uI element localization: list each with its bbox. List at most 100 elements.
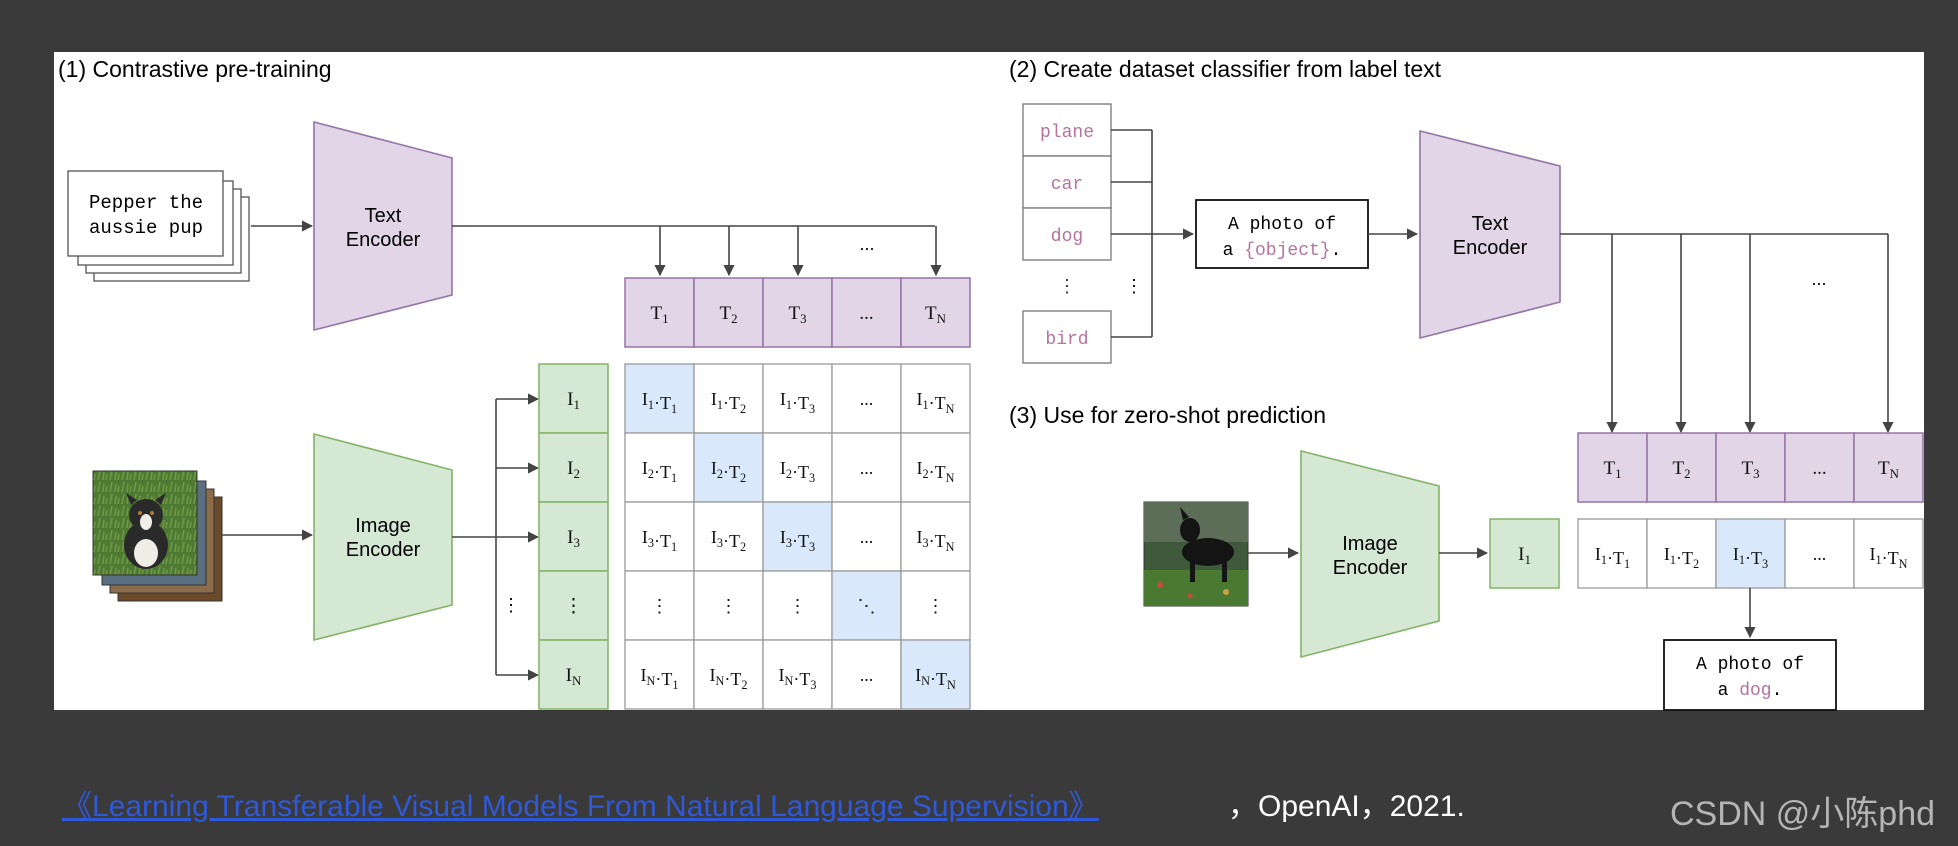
t-cell-label: T2 xyxy=(719,303,737,326)
result-line1: A photo of xyxy=(1696,655,1804,675)
t-cell xyxy=(1784,432,1855,503)
matrix-cell-label: I3·T1 xyxy=(642,527,677,554)
matrix-cell-label: ... xyxy=(860,389,874,409)
matrix-cell xyxy=(900,432,971,503)
t-cell xyxy=(1853,432,1924,503)
csdn-watermark: CSDN @小陈phd xyxy=(1670,795,1936,833)
matrix-cell xyxy=(693,432,764,503)
i-cell xyxy=(538,363,609,434)
matrix-cell-label: IN·TN xyxy=(915,665,956,692)
i-cell-label: I1 xyxy=(567,389,580,412)
text-encoder-2-line2: Encoder xyxy=(1453,237,1528,259)
panel-contrastive-pretraining: (1) Contrastive pre-training Pepper the … xyxy=(58,56,971,710)
panel3-title: (3) Use for zero-shot prediction xyxy=(1009,402,1326,428)
i-cell-label: ⋮ xyxy=(564,596,583,617)
matrix-cell xyxy=(693,570,764,641)
score-cell-label: I1·TN xyxy=(1870,544,1908,571)
matrix-cell-label: ⋮ xyxy=(789,596,807,616)
panel1-title: (1) Contrastive pre-training xyxy=(58,56,332,82)
image-encoder-1-line1: Image xyxy=(355,515,411,537)
label-cell-text: plane xyxy=(1040,123,1094,143)
image-encoder-2: Image Encoder xyxy=(1300,449,1440,659)
matrix-cell xyxy=(831,432,902,503)
paper-citation: ，OpenAI，2021. xyxy=(1228,790,1465,823)
label-list: plane car dog ⋮ bird xyxy=(1022,103,1112,364)
label-cell-text: dog xyxy=(1051,227,1083,247)
text-encoder-1-line1: Text xyxy=(365,205,402,227)
score-cell xyxy=(1715,518,1786,589)
label-cell xyxy=(1022,310,1112,364)
t-cell-label: T1 xyxy=(650,303,668,326)
svg-text:a dog.: a dog. xyxy=(1718,681,1783,701)
score-cell xyxy=(1577,518,1648,589)
i-cell xyxy=(538,639,609,710)
matrix-cell xyxy=(762,432,833,503)
caption-line1: Pepper the xyxy=(89,192,203,214)
label-cell xyxy=(1022,103,1112,157)
i-cell-label: I3 xyxy=(567,527,580,550)
t-cell xyxy=(693,277,764,348)
t-cell xyxy=(1646,432,1717,503)
matrix-cell-label: I2·TN xyxy=(917,458,955,485)
matrix-cell xyxy=(762,501,833,572)
panel-zero-shot-prediction: (3) Use for zero-shot prediction Image E… xyxy=(1009,402,1924,711)
matrix-cell-label: IN·T3 xyxy=(779,665,817,692)
text-encoder-1-line2: Encoder xyxy=(346,229,421,251)
matrix-cell-label: IN·T2 xyxy=(710,665,748,692)
paper-link[interactable]: 《Learning Transferable Visual Models Fro… xyxy=(62,790,1099,823)
matrix-cell-label: I3·T3 xyxy=(780,527,815,554)
template-prefix: a xyxy=(1223,241,1245,261)
t-cell-label: T3 xyxy=(788,303,806,326)
t-cell xyxy=(762,277,833,348)
i-cell-label: I2 xyxy=(567,458,580,481)
matrix-cell xyxy=(693,639,764,710)
matrix-cell-label: ⋮ xyxy=(651,596,669,616)
panel2-title: (2) Create dataset classifier from label… xyxy=(1009,56,1442,82)
image-stack xyxy=(92,470,223,602)
prediction-result: A photo of a dog. xyxy=(1663,639,1837,711)
matrix-cell xyxy=(831,501,902,572)
image-embedding-cell: I1 xyxy=(1489,518,1560,589)
matrix-cell-label: I2·T1 xyxy=(642,458,677,485)
t-cell-label: ... xyxy=(1812,458,1826,479)
panel-dataset-classifier: (2) Create dataset classifier from label… xyxy=(1009,56,1894,434)
t-cell xyxy=(900,277,971,348)
matrix-cell xyxy=(762,363,833,434)
label-cell xyxy=(1022,207,1112,261)
t-cell xyxy=(1715,432,1786,503)
matrix-cell-label: I3·T2 xyxy=(711,527,746,554)
matrix-cell-label: I2·T2 xyxy=(711,458,746,485)
i-cell xyxy=(538,570,609,641)
result-prefix: a xyxy=(1718,681,1740,701)
score-cell xyxy=(1784,518,1855,589)
label-cell-text: bird xyxy=(1045,330,1088,350)
matrix-cell-label: ... xyxy=(860,665,874,685)
matrix-cell-label: ... xyxy=(860,458,874,478)
text-encoder-2-line1: Text xyxy=(1472,213,1509,235)
template-suffix: . xyxy=(1331,241,1342,261)
image-encoder-2-line1: Image xyxy=(1342,533,1398,555)
matrix-cell-label: I2·T3 xyxy=(780,458,815,485)
matrix-cell xyxy=(831,639,902,710)
score-cell-label: ... xyxy=(1813,544,1827,564)
label-cell-text: car xyxy=(1051,175,1083,195)
matrix-cell-label: I3·TN xyxy=(917,527,955,554)
score-cell-label: I1·T3 xyxy=(1733,544,1768,571)
result-suffix: . xyxy=(1772,681,1783,701)
i-cell xyxy=(538,501,609,572)
template-line1: A photo of xyxy=(1228,215,1336,235)
text-encoder-1: Text Encoder xyxy=(313,120,453,332)
connector-vdots: ⋮ xyxy=(1125,276,1143,296)
matrix-cell xyxy=(900,501,971,572)
i-cell-label: IN xyxy=(566,665,582,688)
label-list-vdots: ⋮ xyxy=(1058,276,1076,296)
matrix-cell xyxy=(900,639,971,710)
t-cell-label: TN xyxy=(925,303,947,326)
text-encoder-2: Text Encoder xyxy=(1419,129,1561,340)
svg-text:a {object}.: a {object}. xyxy=(1223,241,1342,261)
